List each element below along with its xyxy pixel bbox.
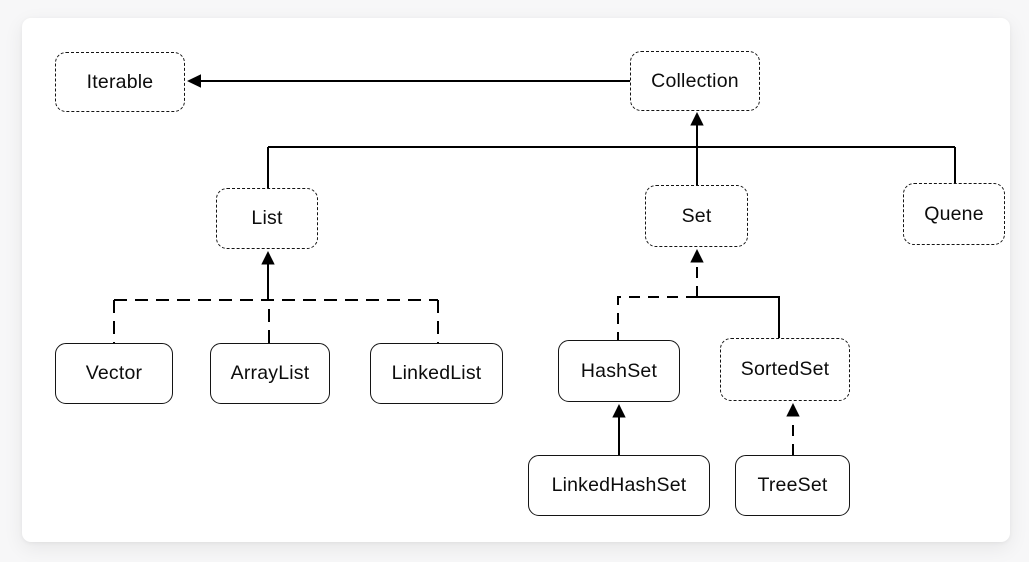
node-list: List: [216, 188, 318, 249]
node-set: Set: [645, 185, 748, 247]
edge-treeset-sortedset: [786, 403, 800, 455]
edge-set-children: [617, 249, 780, 340]
node-vector: Vector: [55, 343, 173, 404]
node-linkedhashset: LinkedHashSet: [528, 455, 710, 516]
edge-bus-list-children: [113, 251, 439, 343]
node-sortedset: SortedSet: [720, 338, 850, 401]
node-collection: Collection: [630, 51, 760, 111]
node-linkedlist: LinkedList: [370, 343, 503, 404]
node-arraylist: ArrayList: [210, 343, 330, 404]
edge-bus-collection: [267, 112, 956, 188]
edge-layer: [113, 74, 956, 455]
edge-collection-iterable: [187, 74, 630, 88]
node-treeset: TreeSet: [735, 455, 850, 516]
node-iterable: Iterable: [55, 52, 185, 112]
diagram-canvas: Iterable Collection List Set Quene Vecto…: [22, 18, 1010, 542]
node-hashset: HashSet: [558, 340, 680, 402]
node-quene: Quene: [903, 183, 1005, 245]
edge-linkedhashset-hashset: [612, 404, 626, 455]
